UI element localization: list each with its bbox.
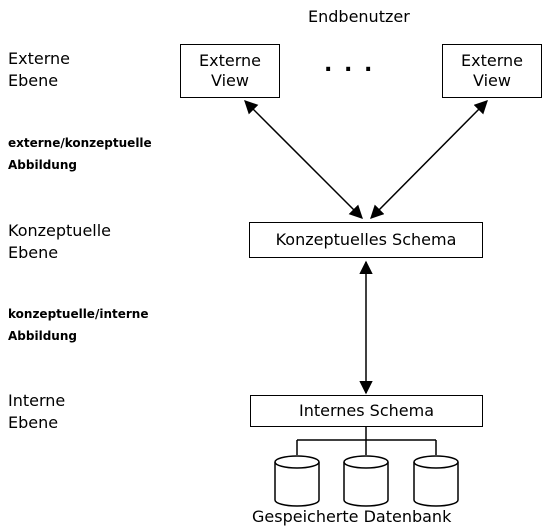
external-view-box-left: Externe View [180,44,280,98]
external-view-box-right: Externe View [442,44,542,98]
ellipsis: . . . [324,52,375,77]
arrow-left-view-to-conceptual [244,100,363,219]
end-user-label: Endbenutzer [308,7,410,26]
internal-schema-box: Internes Schema [250,395,483,427]
stored-database-label: Gespeicherte Datenbank [252,507,452,526]
arrow-right-view-to-conceptual [370,100,488,219]
conceptual-schema-box: Konzeptuelles Schema [249,222,483,258]
external-conceptual-mapping-label: externe/konzeptuelle Abbildung [8,136,152,172]
internal-level-label: Interne Ebene [8,391,66,432]
database-cylinder-2 [343,455,389,507]
external-level-label: Externe Ebene [8,49,70,90]
conceptual-level-label: Konzeptuelle Ebene [8,221,112,262]
database-cylinder-1 [274,455,320,507]
database-cylinder-3 [413,455,459,507]
conceptual-internal-mapping-label: konzeptuelle/interne Abbildung [8,307,149,343]
